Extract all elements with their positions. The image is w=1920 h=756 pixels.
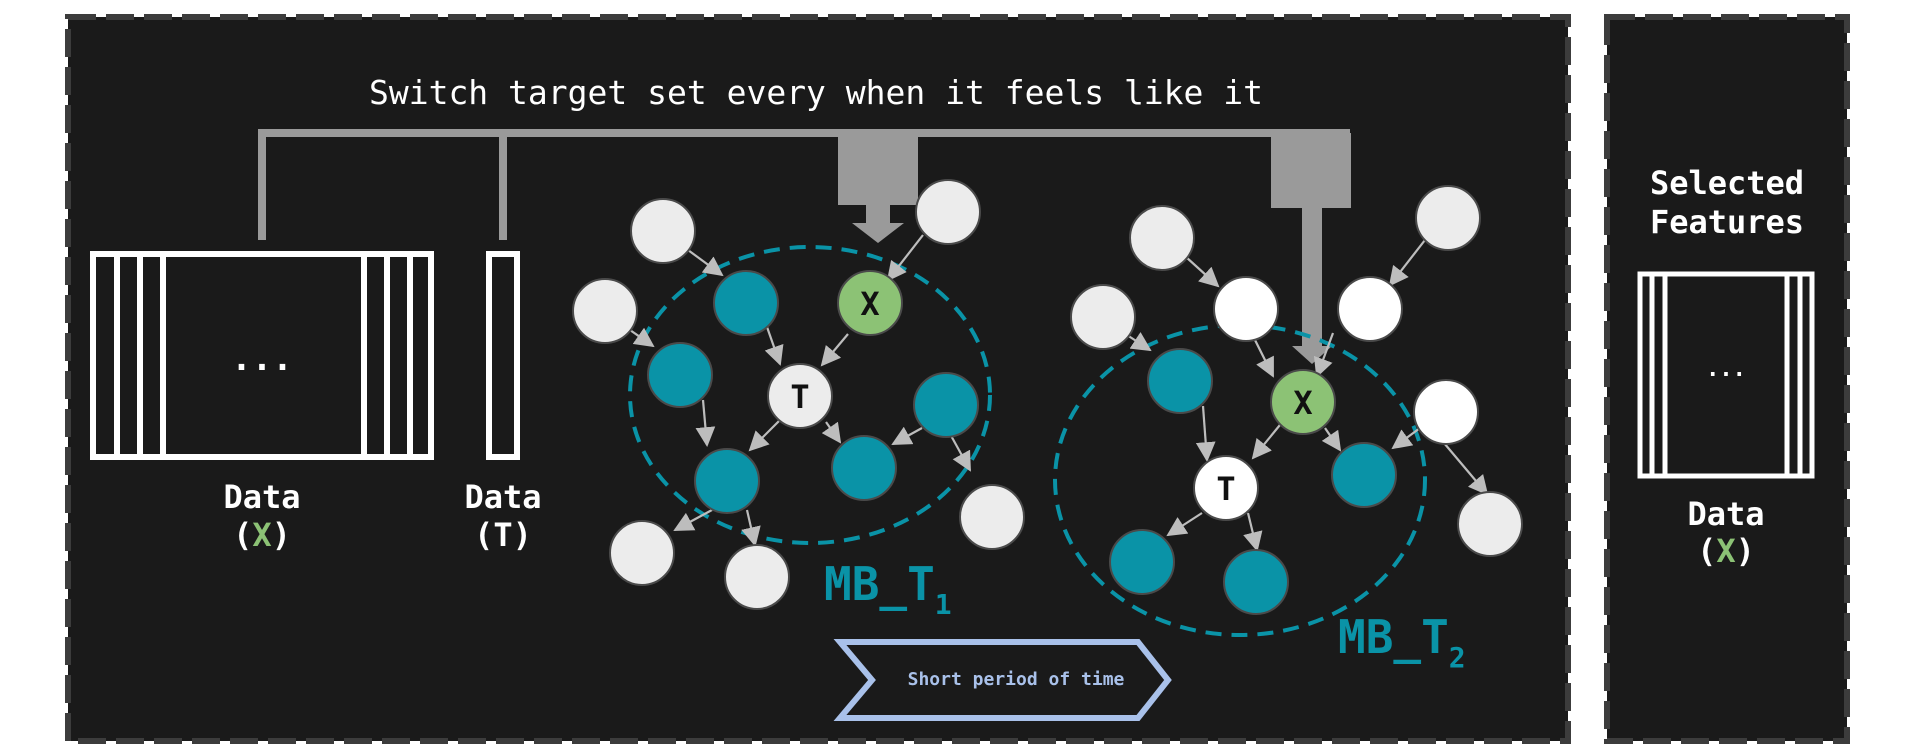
graph-1-node-x-label: X [860,285,879,323]
graph-2-blanket-node-c [1109,529,1175,595]
markov-blanket-1-label: MB_T1 [824,557,952,621]
data-t-variable-label: (T) [474,516,532,554]
graph-2-blanket-node-a [1147,348,1213,414]
markov-blanket-2-label: MB_T2 [1338,610,1466,674]
short-period-arrow [833,639,1172,721]
graph-2-node-t-label: T [1216,470,1235,508]
graph-1-node-x [837,270,903,336]
markov-blanket-2 [1053,323,1427,637]
switch-arrow-2 [1271,133,1351,364]
graph-2-node-mid-b [1337,276,1403,342]
graph-1-blanket-node-c [913,372,979,438]
graph-2-node-x-label: X [1293,384,1312,422]
target-switch-connectors [258,129,1350,240]
graph-1-node-left [572,278,638,344]
selected-features-matrix [1637,271,1815,479]
selected-features-matrix-dots: ... [1706,357,1746,382]
graph-2-node-left [1070,284,1136,350]
graph-1-node-right [959,484,1025,550]
graph-1-node-bottom-left [609,520,675,586]
graph-2-node-t [1193,455,1259,521]
graph-1-blanket-node-b [647,342,713,408]
graph-1-nodes [572,179,1025,610]
graph-1-node-t-label: T [790,378,809,416]
graph-2-node-mid-c [1413,379,1479,445]
graph-1-blanket-node-e [694,448,760,514]
graph-1-node-bottom [724,544,790,610]
graph-1-blanket-node-d [831,435,897,501]
graph-2-node-top-right [1415,185,1481,251]
selected-features-title-line2: Features [1650,203,1804,241]
graph-2-nodes [1070,185,1523,615]
graph-1-blanket-node-a [713,270,779,336]
graph-2-blanket-node-b [1331,442,1397,508]
graph-2-node-mid-a [1213,276,1279,342]
selected-features-panel [1604,14,1850,744]
graph-1-edges [629,234,971,547]
selected-data-label: Data [1687,495,1764,533]
graph-2-edges [1126,239,1489,552]
data-x-label: Data [223,478,300,516]
graph-2-node-x [1270,369,1336,435]
short-period-label: Short period of time [908,669,1125,690]
data-t-column [486,251,520,460]
selected-features-title-line1: Selected [1650,164,1804,202]
top-caption: Switch target set every when it feels li… [369,73,1263,112]
graph-1-node-top-left [630,198,696,264]
selected-data-variable-label: (X) [1697,532,1755,570]
switch-arrow-1 [838,133,918,243]
graph-2-node-top-left [1129,205,1195,271]
graph-2-node-right [1457,491,1523,557]
data-x-matrix-dots: ... [231,339,292,379]
data-x-variable-label: (X) [233,516,291,554]
graph-2-blanket-node-d [1223,549,1289,615]
graph-1-node-top-right [915,179,981,245]
graph-1-node-t [767,363,833,429]
data-t-label: Data [464,478,541,516]
data-x-matrix [90,251,434,460]
markov-blanket-1 [628,245,992,545]
